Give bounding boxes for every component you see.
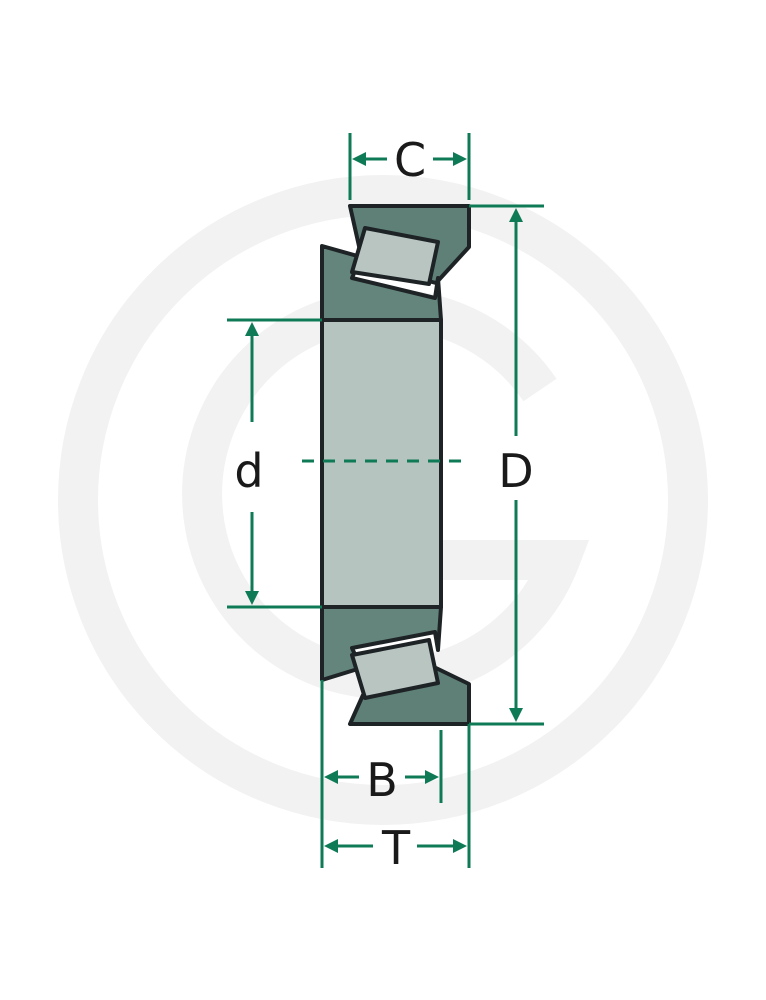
bore-section [320,318,443,609]
label-c: C [394,133,426,187]
label-outer-diameter: D [498,444,533,498]
inner-ring-bottom [320,605,443,682]
label-t: T [381,821,411,875]
label-bore-diameter: d [234,444,263,498]
dimension-c: C [348,133,471,200]
roller-top [350,226,440,286]
dimension-t: T [324,724,471,875]
roller-bottom [350,638,440,700]
dimension-bore-diameter: d [227,318,322,609]
label-b: B [366,753,398,807]
dimension-outer-diameter: D [469,204,544,726]
dimension-b: B [320,680,443,868]
